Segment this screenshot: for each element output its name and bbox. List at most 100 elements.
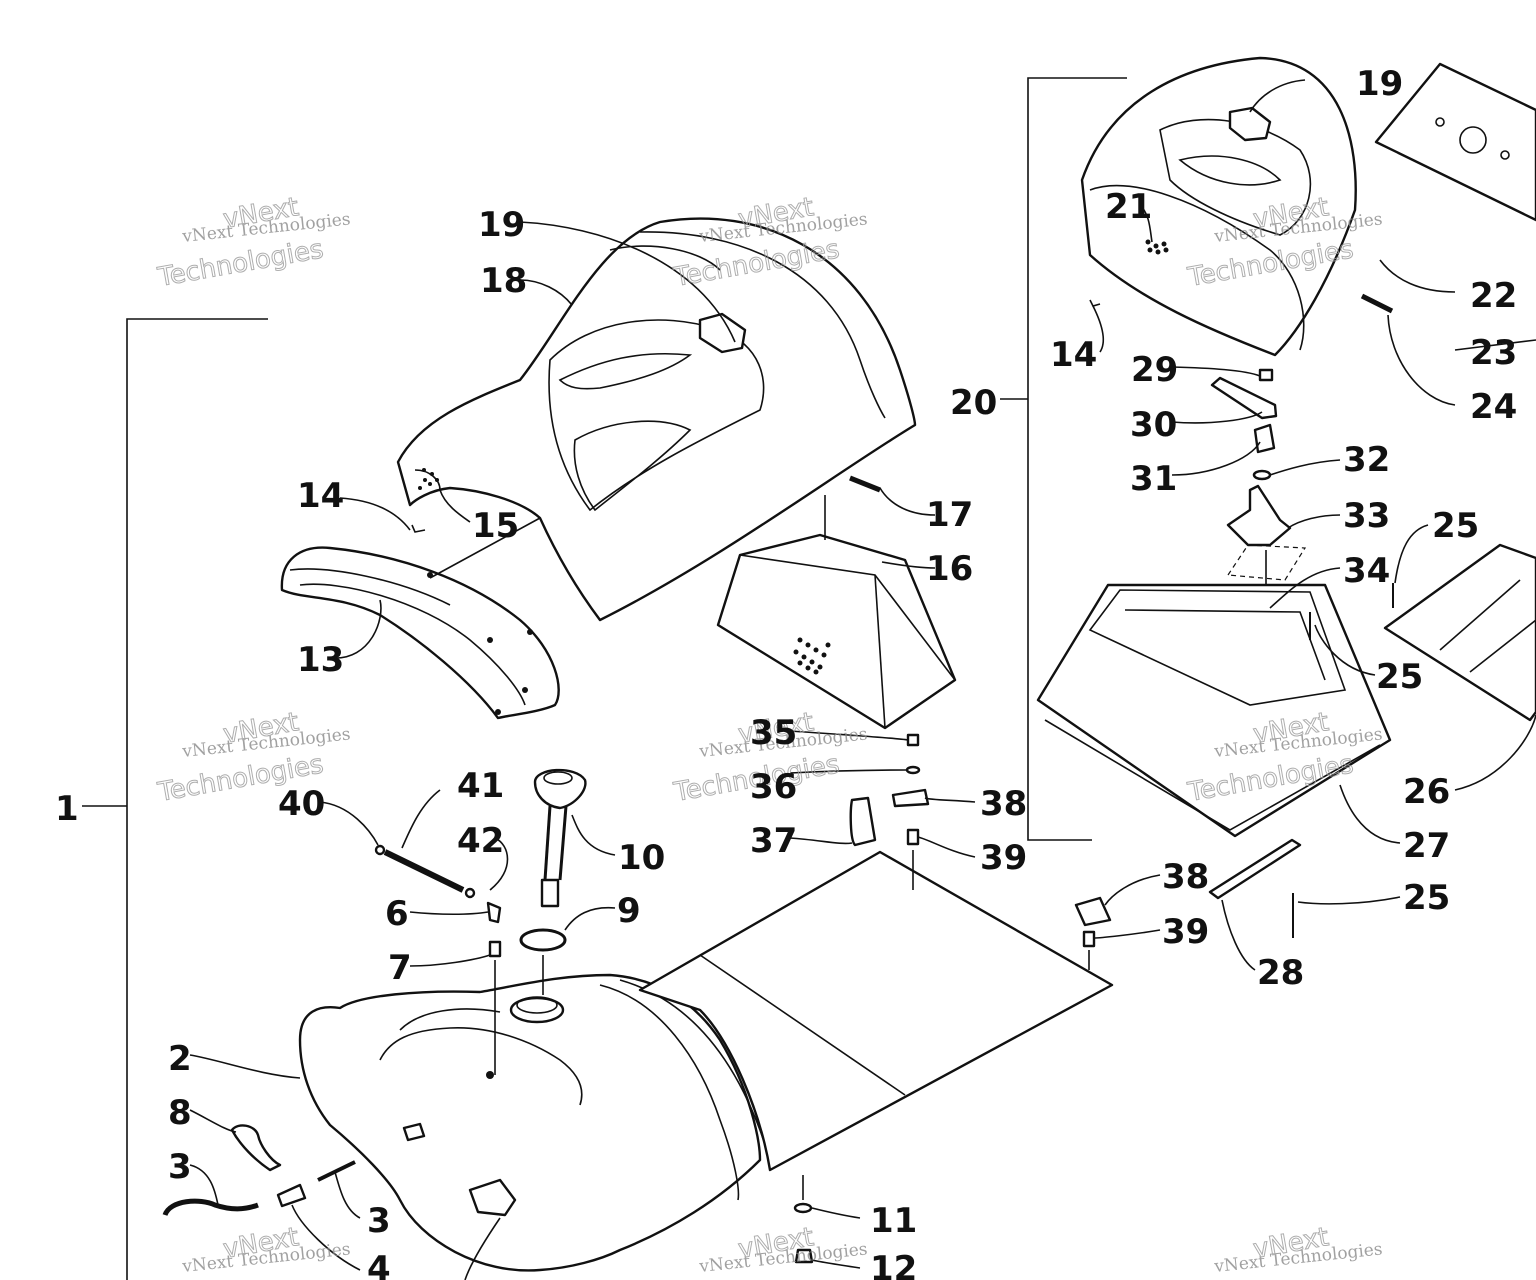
spring-part: [1253, 423, 1276, 454]
label-part-3: 3: [168, 1147, 192, 1187]
label-part-19: 19: [478, 205, 525, 245]
pin-part: [849, 475, 881, 493]
label-part-19: 19: [1356, 64, 1403, 104]
bracket-outline: [1226, 544, 1307, 581]
latch-bracket-part: [1226, 484, 1292, 547]
tray-panel-rib: [1439, 579, 1521, 651]
label-part-12: 12: [870, 1249, 917, 1280]
label-part-11: 11: [870, 1201, 917, 1241]
label-part-39: 39: [980, 838, 1027, 878]
label-part-2: 2: [168, 1039, 192, 1079]
label-part-14: 14: [297, 476, 344, 516]
retaining-ring-part: [1252, 469, 1272, 481]
label-part-13: 13: [297, 640, 344, 680]
mount-hole: [1500, 150, 1510, 160]
label-part-25: 25: [1403, 878, 1450, 918]
label-part-34: 34: [1343, 551, 1390, 591]
fuel-line-part: [162, 1198, 259, 1217]
label-part-3: 3: [367, 1201, 391, 1241]
label-part-32: 32: [1343, 440, 1390, 480]
pin-part: [1360, 293, 1394, 314]
hose-clamp-part: [464, 887, 476, 899]
bolt-part: [1258, 368, 1274, 382]
label-part-9: 9: [617, 891, 641, 931]
mount-hole: [1459, 126, 1487, 154]
leader-lines: [189, 79, 1536, 1280]
label-part-25: 25: [1432, 506, 1479, 546]
label-part-36: 36: [750, 767, 797, 807]
rear-seat-part: [1080, 56, 1357, 357]
label-part-18: 18: [480, 261, 527, 301]
bushing-part: [906, 828, 920, 846]
label-part-6: 6: [385, 894, 409, 934]
label-part-37: 37: [750, 821, 797, 861]
label-part-21: 21: [1105, 187, 1152, 227]
trim-rail-part: [1208, 838, 1302, 900]
label-part-10: 10: [618, 838, 665, 878]
label-part-1: 1: [55, 789, 79, 829]
label-part-15: 15: [472, 506, 519, 546]
storage-tray-part: [1036, 583, 1392, 838]
washer-part: [905, 765, 921, 775]
label-part-24: 24: [1470, 387, 1517, 427]
label-part-41: 41: [457, 766, 504, 806]
label-part-17: 17: [926, 495, 973, 535]
o-ring-part: [519, 928, 567, 952]
label-part-20: 20: [950, 383, 997, 423]
label-part-25: 25: [1376, 657, 1423, 697]
label-part-39: 39: [1162, 912, 1209, 952]
fuel-cap-part: [533, 768, 587, 908]
fuel-valve-part: [276, 1183, 307, 1208]
clip-part: [411, 524, 426, 533]
elbow-fitting-part: [486, 901, 502, 924]
label-part-23: 23: [1470, 333, 1517, 373]
label-part-8: 8: [168, 1093, 192, 1133]
part-labels: 1 2 3 3 4 6 7 8 9 10 11 12 13 14 14 15 1…: [55, 64, 1517, 1280]
floor-panel-part: [638, 850, 1114, 1172]
foam-block-part: [716, 533, 957, 730]
label-part-31: 31: [1130, 459, 1177, 499]
tray-panel-rib: [1469, 619, 1536, 673]
label-part-33: 33: [1343, 496, 1390, 536]
label-part-38: 38: [980, 784, 1027, 824]
seat-flap-part: [280, 546, 560, 720]
label-part-38: 38: [1162, 857, 1209, 897]
drain-plug-part: [794, 1248, 814, 1264]
seat-part: [396, 217, 917, 622]
label-part-29: 29: [1131, 350, 1178, 390]
clip-part: [1089, 299, 1101, 307]
screw-part: [906, 733, 920, 747]
label-part-30: 30: [1130, 405, 1177, 445]
latch-lever-part: [1210, 376, 1278, 420]
mount-hole: [1435, 117, 1445, 127]
label-part-16: 16: [926, 549, 973, 589]
label-part-7: 7: [388, 948, 412, 988]
assembly-1-bracket: [126, 318, 268, 1280]
fuel-clamp-part: [230, 1124, 282, 1172]
fuel-line-part: [317, 1160, 356, 1182]
label-part-22: 22: [1470, 276, 1517, 316]
bushing-part: [1082, 930, 1096, 948]
latch-part: [1074, 896, 1112, 927]
mount-plate-part: [1374, 62, 1536, 222]
hose-clamp-part: [374, 844, 386, 856]
svg-text:Technologies: Technologies: [155, 234, 326, 293]
floor-panel-seam: [699, 954, 906, 1096]
label-part-40: 40: [278, 784, 325, 824]
label-part-28: 28: [1257, 953, 1304, 993]
washer-part: [793, 1202, 813, 1214]
latch-part: [891, 788, 930, 808]
label-part-4: 4: [367, 1249, 391, 1280]
label-part-42: 42: [457, 821, 504, 861]
grommet-part: [488, 940, 502, 958]
assembly-20-bracket: [1027, 77, 1127, 841]
vent-hose-part: [383, 849, 465, 893]
label-part-27: 27: [1403, 826, 1450, 866]
label-part-14: 14: [1050, 335, 1097, 375]
label-part-35: 35: [750, 713, 797, 753]
bracket-part: [849, 796, 877, 847]
fuel-tank-part: [298, 973, 771, 1272]
label-part-26: 26: [1403, 772, 1450, 812]
